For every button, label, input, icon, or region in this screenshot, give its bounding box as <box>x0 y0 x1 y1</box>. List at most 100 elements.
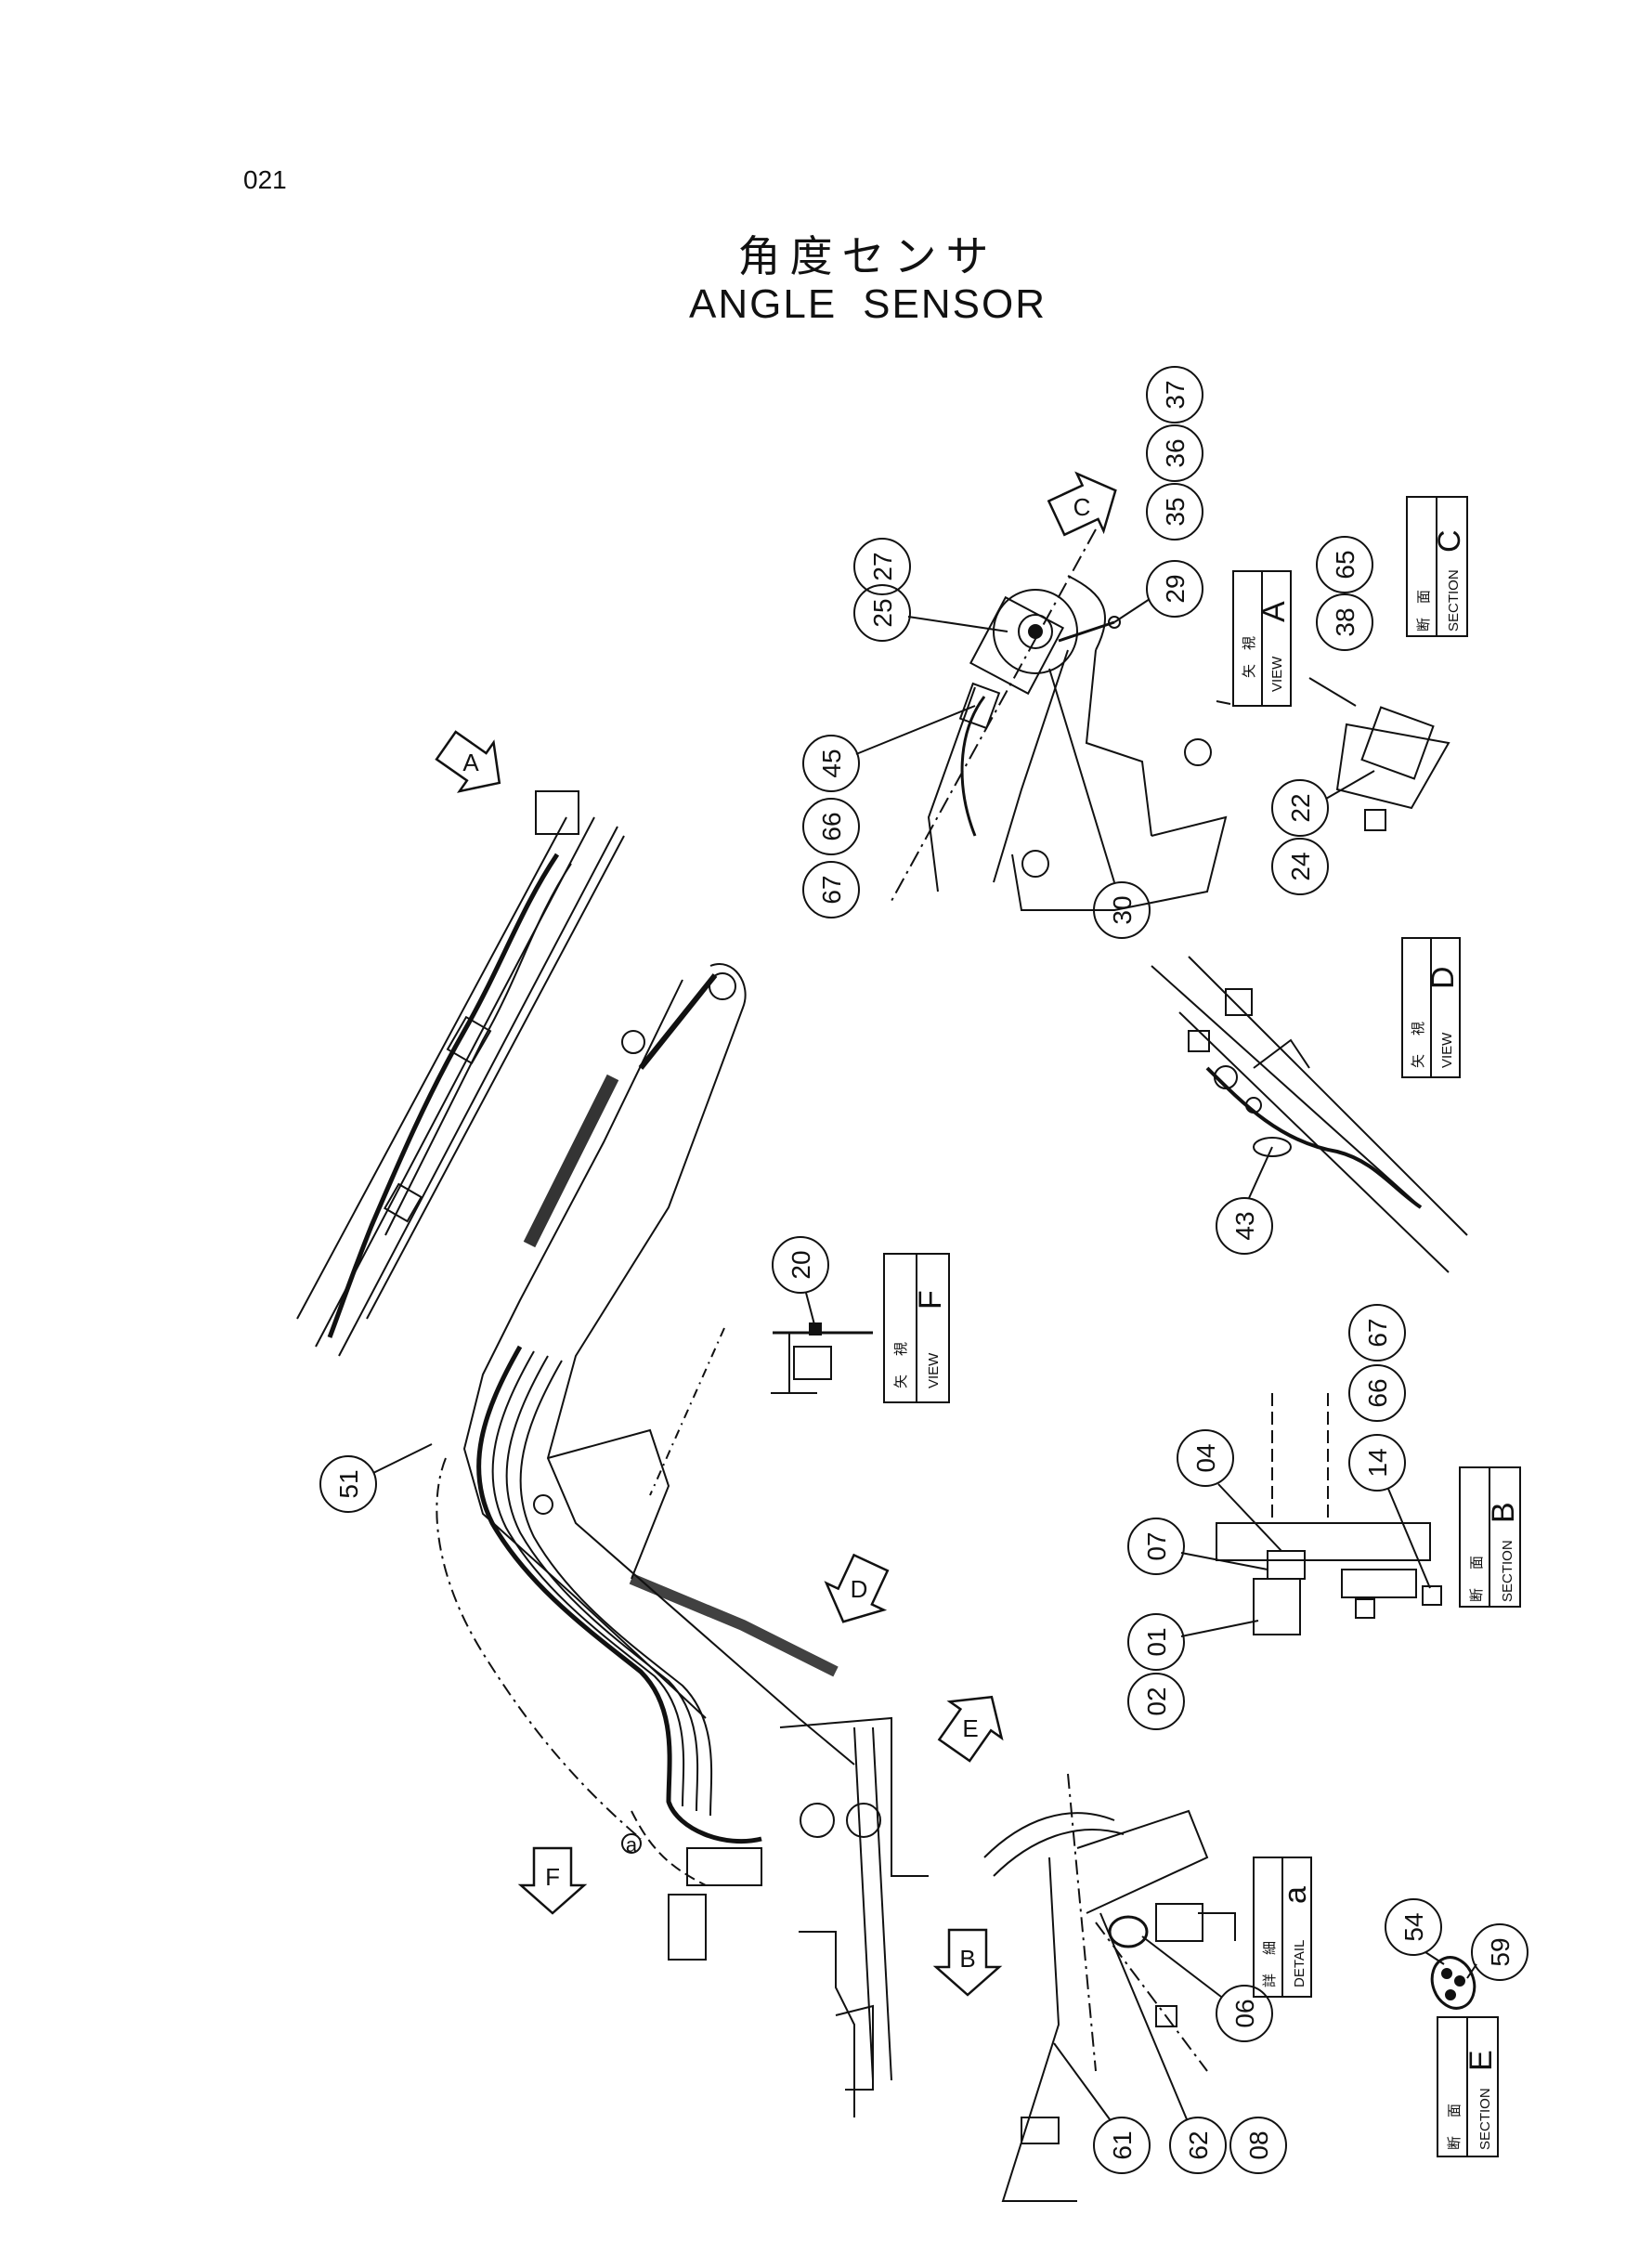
view-a-sensor-block <box>446 1015 492 1065</box>
view-arrow-e: E <box>937 1695 1004 1763</box>
label-box-section-c: 断 面 SECTION C <box>1406 496 1468 637</box>
view-d-bracket <box>1253 1038 1310 1069</box>
callout-04-label: 04 <box>1191 1443 1220 1472</box>
view-b-nut <box>1267 1550 1306 1580</box>
title-japanese: 角度センサ <box>737 231 998 281</box>
sensor-arm-outline-2 <box>993 649 1069 883</box>
callout-30-leader <box>1048 668 1115 883</box>
detail-a-arm <box>1076 1809 1209 1914</box>
main-harness-3 <box>505 1355 699 1812</box>
callout-38-label: 38 <box>1331 607 1359 636</box>
callout-08-label: 08 <box>1244 2130 1273 2159</box>
view-a-arm-line-3 <box>296 816 567 1320</box>
label-view-d-jp1: 矢 <box>1411 1054 1426 1068</box>
view-a-arm-line-2 <box>338 826 618 1357</box>
detail-a-body-outline <box>1001 1857 1077 2202</box>
label-box-view-f: 矢 視 VIEW F <box>883 1253 950 1403</box>
detail-a-cable <box>1198 1912 1236 1941</box>
arm-cylinder <box>523 1074 619 1248</box>
callout-20-leader <box>805 1292 816 1329</box>
view-d-cable <box>1205 1066 1423 1209</box>
callout-66a-label: 66 <box>817 812 846 840</box>
view-d-arm-line-1 <box>1151 965 1422 1208</box>
callout-25-leader <box>907 616 1008 632</box>
swing-boundary <box>436 1457 642 1840</box>
view-a-hose <box>327 853 560 1338</box>
callout-59-label: 59 <box>1486 1937 1515 1966</box>
callout-62-label: 62 <box>1184 2130 1213 2159</box>
callout-51 <box>319 1455 377 1513</box>
detail-a-bracket <box>1021 2117 1060 2144</box>
callout-43-label: 43 <box>1230 1211 1259 1240</box>
view-f-detail <box>771 1322 873 1394</box>
callout-01-leader <box>1180 1620 1259 1637</box>
callout-67a-label: 67 <box>817 875 846 904</box>
arm-outline-left <box>462 979 707 1719</box>
sensor-connector <box>958 682 1001 730</box>
view-a-clamp <box>384 1182 423 1223</box>
callout-45-leader <box>855 705 976 755</box>
callout-29-leader <box>1113 598 1151 623</box>
callout-59-leader <box>1466 1963 1477 1979</box>
callout-66b-label: 66 <box>1363 1378 1392 1407</box>
sensor-centerline <box>891 528 1097 902</box>
callout-61 <box>1093 2117 1151 2174</box>
label-section-c-jp2: 面 <box>1416 590 1432 604</box>
view-arrow-e-letter: E <box>962 1714 978 1742</box>
view-d-block-1 <box>1225 988 1253 1016</box>
label-section-b-en: SECTION <box>1500 1540 1515 1602</box>
callout-14-leader <box>1387 1488 1431 1589</box>
callout-06-leader <box>1141 1935 1222 1998</box>
callout-06 <box>1216 1985 1273 2042</box>
arm-upper-pin <box>621 1030 645 1054</box>
callout-37-label: 37 <box>1161 380 1190 409</box>
detail-a-arc-1 <box>983 1812 1115 1858</box>
main-harness-2 <box>491 1350 685 1807</box>
callout-54-leader <box>1424 1951 1445 1965</box>
callout-01 <box>1127 1613 1185 1671</box>
callout-35 <box>1146 483 1203 541</box>
sensor-plate-hole-1 <box>1184 738 1212 766</box>
label-detail-a-jp2: 細 <box>1262 1941 1278 1955</box>
sensor-lever <box>1058 620 1115 643</box>
callout-20 <box>772 1236 829 1294</box>
view-d-detail <box>1151 956 1468 1273</box>
main-harness-4 <box>519 1360 713 1817</box>
label-view-d-jp2: 視 <box>1411 1022 1426 1036</box>
frame-pin-1 <box>846 1803 881 1838</box>
callout-61-label: 61 <box>1108 2130 1137 2159</box>
sensor-hub <box>1018 614 1053 649</box>
callout-62 <box>1169 2117 1227 2174</box>
view-d-clamp <box>1253 1137 1292 1157</box>
view-b-detail <box>1216 1393 1442 1635</box>
callout-45 <box>802 735 860 792</box>
view-c-detail <box>1308 677 1450 831</box>
arm-outline-right <box>546 963 855 1765</box>
view-arrow-f-letter: F <box>545 1863 560 1891</box>
label-section-c-letter: C <box>1432 529 1467 553</box>
view-e-hole-3 <box>1445 1989 1456 2000</box>
label-section-b-letter: B <box>1486 1502 1521 1523</box>
callout-14-label: 14 <box>1363 1448 1392 1477</box>
view-a-arm-detail: A <box>296 730 625 1357</box>
callout-02-label: 02 <box>1142 1687 1171 1715</box>
detail-a-marker <box>621 1833 642 1854</box>
view-arrow-a-letter: A <box>462 749 479 776</box>
sensor-disc <box>993 589 1078 674</box>
view-a-hose-2 <box>384 863 572 1236</box>
callout-22-leader <box>1325 770 1375 800</box>
callout-25-label: 25 <box>868 598 897 627</box>
callout-38 <box>1316 593 1373 651</box>
view-f-block <box>793 1346 832 1380</box>
callout-25 <box>853 584 911 642</box>
callout-07 <box>1127 1518 1185 1575</box>
label-section-e-jp1: 断 <box>1447 2136 1463 2150</box>
view-arrow-d: D <box>824 1553 890 1623</box>
view-e-hole-2 <box>1454 1975 1465 1987</box>
detail-a-clamp <box>1155 2005 1177 2027</box>
frame-cable-clamp <box>835 2004 874 2091</box>
view-c-leader <box>1308 677 1357 707</box>
callout-02 <box>1127 1673 1185 1730</box>
callout-29 <box>1146 560 1203 618</box>
